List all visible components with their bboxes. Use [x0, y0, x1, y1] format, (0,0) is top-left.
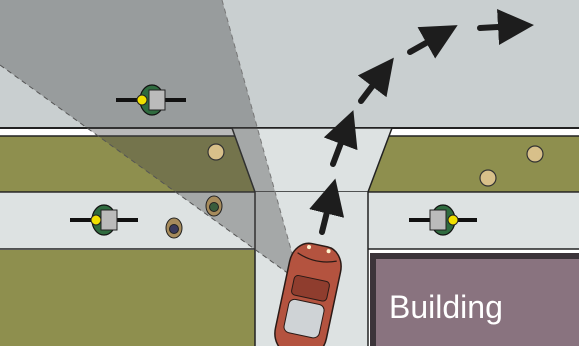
bollard-icon	[207, 143, 225, 161]
grass-strip-right	[368, 136, 579, 192]
bollard-icon	[526, 145, 544, 163]
pedestrian-icon	[165, 217, 183, 239]
car-icon	[274, 242, 342, 346]
building-label: Building	[389, 289, 503, 325]
blind-spot-edge-left	[0, 64, 301, 283]
bicycle-icon	[70, 204, 138, 236]
grass-field-lower	[0, 250, 262, 346]
bicycle-icon	[409, 204, 477, 236]
bicycle-icon	[116, 84, 186, 116]
bollard-icon	[479, 169, 497, 187]
road-surface	[0, 0, 579, 128]
pedestrian-icon	[205, 195, 223, 217]
blind-spot-edge-right	[221, 0, 301, 283]
blind-spot-wedge	[0, 0, 300, 282]
building-roof	[376, 259, 579, 346]
arrow-icon	[309, 9, 534, 235]
